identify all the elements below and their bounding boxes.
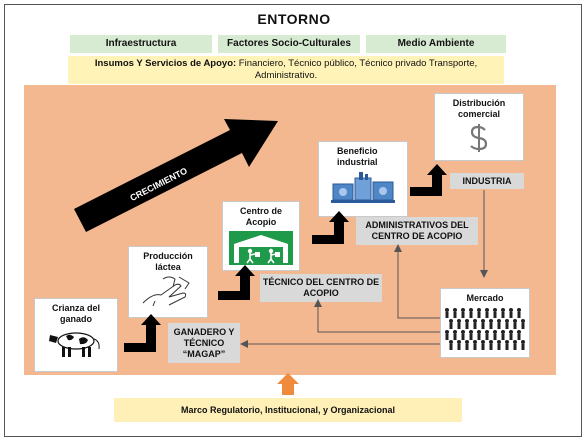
diagram-frame	[4, 4, 582, 437]
factory-icon	[331, 172, 395, 203]
supply-text: Financiero, Técnico público, Técnico pri…	[236, 58, 478, 81]
feedback-lines	[246, 190, 485, 345]
step-arrows	[124, 164, 447, 352]
step-arrow-4	[410, 164, 447, 196]
regulatory-up-arrow	[277, 373, 299, 395]
stage-produccion-card: Producción láctea	[128, 246, 208, 318]
mercado-to-tecnico-line	[317, 304, 440, 333]
stage-distribucion-card: Distribución comercial	[434, 93, 524, 161]
stage-acopio-label: Centro de Acopio	[239, 206, 282, 227]
actor-tecnico-box: TÉCNICO DEL CENTRO DE ACOPIO	[260, 274, 382, 302]
stage-mercado-label: Mercado	[466, 293, 504, 303]
mercado-to-administrativos-line	[397, 249, 440, 319]
feedback-arrowheads	[240, 244, 488, 348]
stage-produccion-label: Producción láctea	[143, 251, 193, 272]
step-arrow-2	[218, 265, 255, 300]
supply-services-box: Insumos Y Servicios de Apoyo: Financiero…	[68, 56, 504, 84]
stage-distribucion-label: Distribución comercial	[452, 98, 506, 119]
actor-ganadero-box: GANADERO Y TÉCNICO “MAGAP”	[168, 323, 240, 363]
stage-crianza-label: Crianza del ganado	[51, 303, 100, 324]
dollar-sign-icon	[470, 124, 488, 152]
cow-icon	[49, 332, 100, 357]
environment-socio-cultural: Factores Socio-Culturales	[218, 35, 360, 53]
regulatory-framework-box: Marco Regulatorio, Institucional, y Orga…	[114, 398, 462, 422]
actor-industria-box: INDUSTRIA	[450, 173, 524, 189]
warehouse-icon	[229, 231, 293, 265]
step-arrow-3	[312, 211, 349, 244]
stage-beneficio-card: Beneficio industrial	[318, 141, 408, 217]
step-arrow-1	[124, 314, 161, 352]
stage-acopio-card: Centro de Acopio	[222, 201, 300, 271]
environment-medio-ambiente: Medio Ambiente	[366, 35, 506, 53]
environment-infraestructura: Infraestructura	[70, 35, 212, 53]
milking-hand-icon	[142, 276, 190, 307]
stage-beneficio-label: Beneficio industrial	[337, 146, 378, 167]
supply-label: Insumos Y Servicios de Apoyo:	[94, 58, 237, 69]
stage-crianza-card: Crianza del ganado	[34, 298, 118, 372]
actor-administrativos-box: ADMINISTRATIVOS DEL CENTRO DE ACOPIO	[356, 217, 478, 245]
diagram-title: ENTORNO	[257, 11, 331, 27]
market-crowd-icon	[445, 308, 525, 350]
stage-mercado-card: Mercado	[440, 288, 530, 358]
